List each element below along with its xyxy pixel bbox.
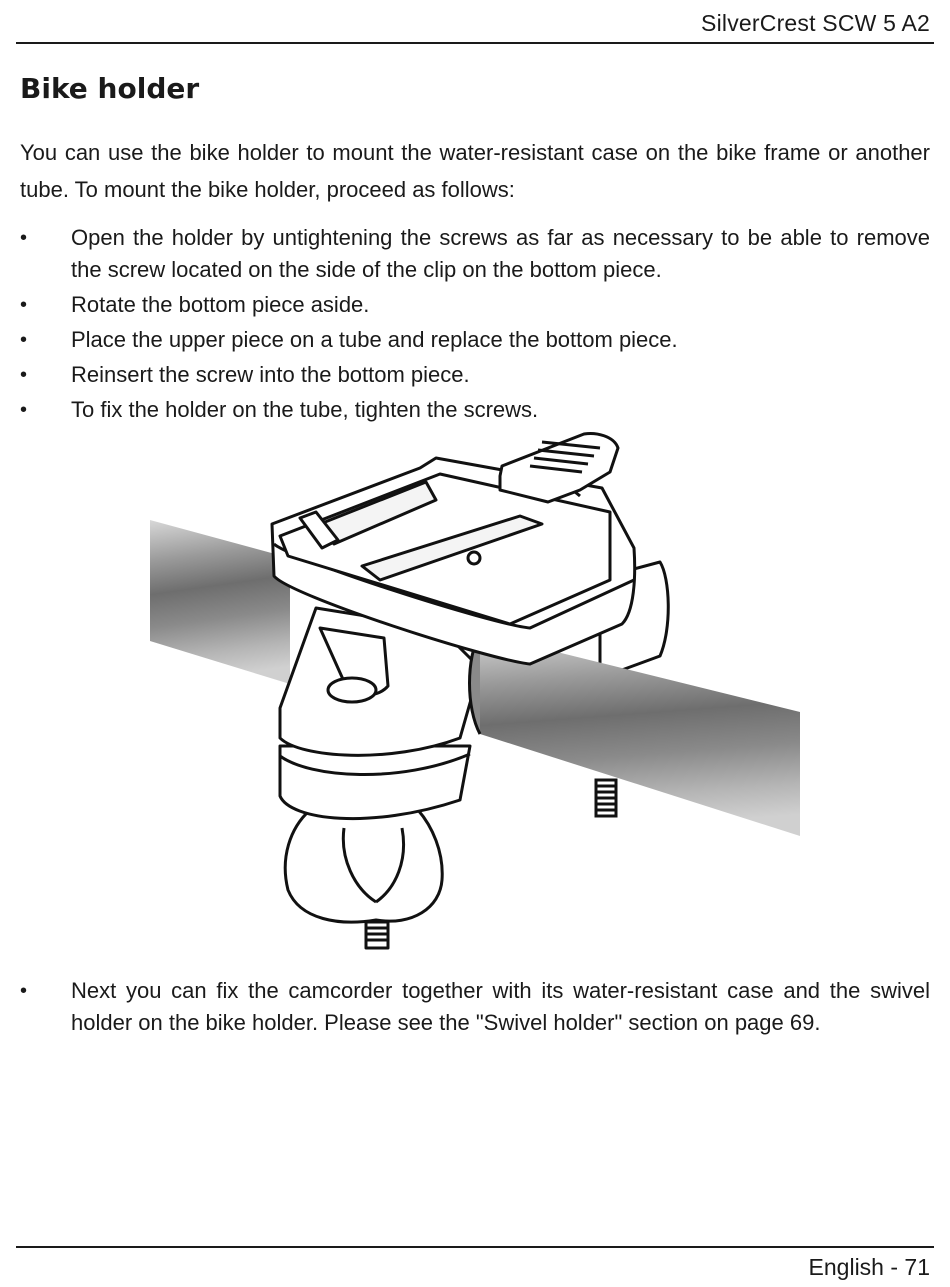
bullet-icon: •: [20, 329, 28, 351]
intro-paragraph: You can use the bike holder to mount the…: [20, 140, 930, 202]
page-number: English - 71: [808, 1254, 930, 1280]
grip-clip: [466, 432, 620, 566]
section-title: Bike holder: [20, 72, 200, 105]
list-item: • Place the upper piece on a tube and rep…: [20, 324, 930, 356]
bullet-icon: •: [20, 399, 28, 421]
lower-knob: [283, 808, 444, 950]
list-item: • Rotate the bottom piece aside.: [20, 289, 930, 321]
list-item: • Open the holder by untightening the scr…: [20, 222, 930, 286]
step-text: Next you can fix the camcorder together …: [71, 978, 930, 1035]
lower-clamp: [278, 744, 472, 821]
step-text: Reinsert the screw into the bottom piece…: [71, 362, 470, 387]
running-header: SilverCrest SCW 5 A2: [701, 10, 930, 36]
tube-left: [150, 520, 290, 684]
step-list-continued: • Next you can fix the camcorder together…: [20, 975, 930, 1042]
bike-holder-illustration: [150, 432, 800, 950]
bullet-icon: •: [20, 980, 28, 1002]
step-text: To fix the holder on the tube, tighten t…: [71, 397, 539, 422]
list-item: • Reinsert the screw into the bottom piec…: [20, 359, 930, 391]
right-screw: [594, 778, 618, 818]
step-list: • Open the holder by untightening the scr…: [20, 222, 930, 429]
list-item: • Next you can fix the camcorder together…: [20, 975, 930, 1039]
bullet-icon: •: [20, 294, 28, 316]
upper-clamp: [278, 560, 670, 757]
step-text: Open the holder by untightening the scre…: [71, 225, 930, 282]
bullet-icon: •: [20, 227, 28, 249]
step-text: Place the upper piece on a tube and repl…: [71, 327, 678, 352]
footer-rule: [16, 1246, 934, 1248]
bullet-icon: •: [20, 364, 28, 386]
holder-tray: [270, 456, 637, 666]
list-item: • To fix the holder on the tube, tighten …: [20, 394, 930, 426]
tube-right: [480, 633, 800, 836]
header-rule: [16, 42, 934, 44]
step-text: Rotate the bottom piece aside.: [71, 292, 370, 317]
